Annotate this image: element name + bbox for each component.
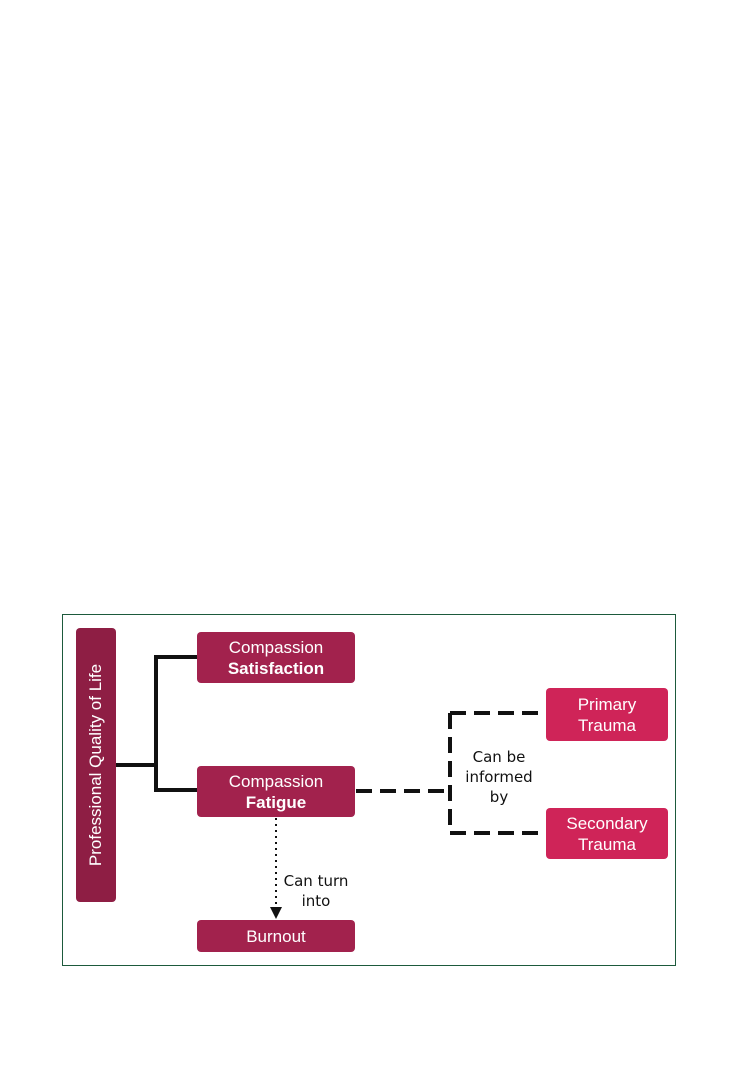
box-line2: Satisfaction — [227, 658, 325, 678]
label-line1: Can be — [472, 748, 526, 766]
root-box-label: Professional Quality of Life — [86, 663, 105, 867]
label-line3: by — [489, 788, 509, 806]
box-primary-trauma: Primary Trauma — [546, 688, 668, 741]
box-compassion-fatigue: Compassion Fatigue — [197, 766, 355, 817]
box-line2: Trauma — [578, 715, 636, 735]
box-line1: Secondary — [566, 813, 648, 833]
box-burnout: Burnout — [197, 920, 355, 952]
box-compassion-satisfaction: Compassion Satisfaction — [197, 632, 355, 683]
box-line2: Trauma — [578, 834, 636, 854]
box-line2: Fatigue — [245, 792, 307, 812]
box-line1: Compassion — [228, 771, 324, 791]
box-label: Burnout — [246, 926, 306, 946]
label-line1: Can turn — [283, 872, 349, 890]
diagram-frame — [62, 614, 676, 966]
root-box-professional-quality-of-life: Professional Quality of Life — [76, 628, 116, 902]
label-can-turn-into: Can turn into — [280, 871, 352, 911]
connector-to-trauma — [356, 711, 546, 835]
box-secondary-trauma: Secondary Trauma — [546, 808, 668, 859]
box-line1: Primary — [577, 694, 637, 714]
label-line2: informed — [465, 768, 533, 786]
box-line1: Compassion — [228, 637, 324, 657]
label-can-be-informed-by: Can be informed by — [458, 747, 540, 807]
arrowhead-down — [270, 907, 282, 919]
label-line2: into — [301, 892, 331, 910]
